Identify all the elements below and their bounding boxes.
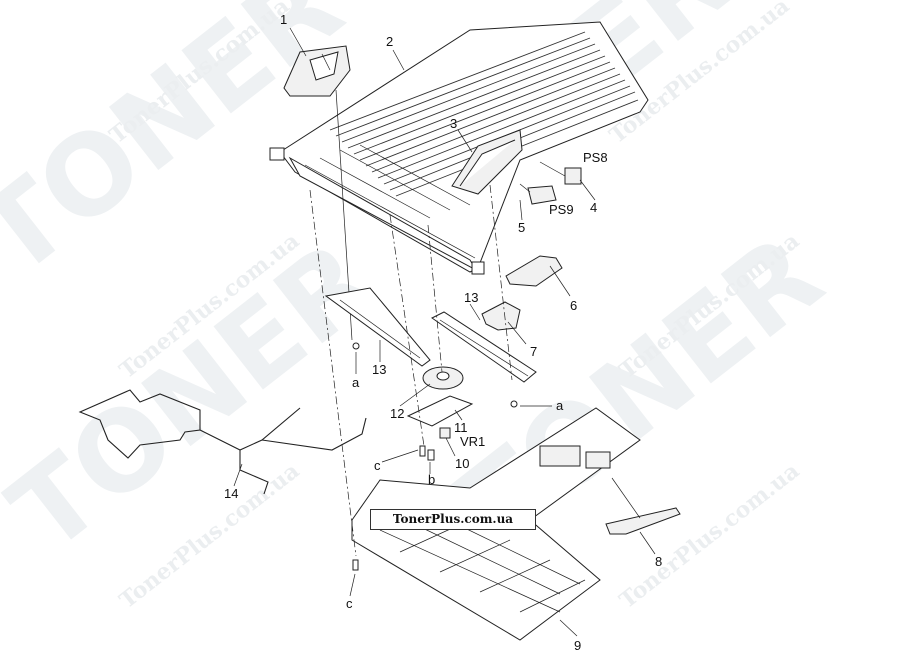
- callout-5: 5: [518, 220, 525, 235]
- callout-2: 2: [386, 34, 393, 49]
- callout-9: 9: [574, 638, 581, 653]
- part-1-paper-guide: [283, 45, 353, 341]
- part-7-link: [481, 301, 521, 331]
- part-11-plate: [406, 395, 474, 427]
- callout-11: 11: [454, 420, 468, 435]
- callout-8: 8: [655, 554, 662, 569]
- watermark-banner: TonerPlus.com.ua: [370, 509, 536, 530]
- label-b: b: [428, 472, 435, 487]
- screw-a-right: [510, 400, 518, 408]
- part-14-wire-harness: [78, 389, 367, 495]
- callout-10: 10: [455, 456, 469, 471]
- screw-b: [427, 449, 435, 461]
- screw-a-left: [352, 342, 360, 350]
- callout-12: 12: [390, 406, 404, 421]
- assembly-lines: [309, 184, 513, 557]
- label-ps9: PS9: [549, 202, 574, 217]
- label-a-right: a: [556, 398, 564, 413]
- label-a-left: a: [352, 375, 360, 390]
- label-ps8: PS8: [583, 150, 608, 165]
- part-12-gear: [422, 366, 464, 390]
- callout-4: 4: [590, 200, 597, 215]
- part-10-potentiometer-vr1: [439, 427, 451, 439]
- callout-13-left: 13: [372, 362, 386, 377]
- callout-14: 14: [224, 486, 238, 501]
- part-8-lever: [605, 477, 681, 535]
- label-c-upper: c: [374, 458, 381, 473]
- callout-leaders: [233, 27, 656, 637]
- callout-13-right: 13: [464, 290, 478, 305]
- callout-labels: 1 2 3 4 5 6 7 8 9 10 11 12 13 13 14 PS8 …: [224, 12, 662, 653]
- callout-3: 3: [450, 116, 457, 131]
- label-vr1: VR1: [460, 434, 485, 449]
- callout-1: 1: [280, 12, 287, 27]
- callout-7: 7: [530, 344, 537, 359]
- part-3-side-guide: [451, 129, 523, 195]
- screw-c-upper: [419, 445, 426, 457]
- label-c-lower: c: [346, 596, 353, 611]
- part-4-sensor-ps8: [539, 161, 582, 185]
- part-13-rack-left: [324, 287, 431, 367]
- screw-c-lower: [352, 559, 359, 571]
- part-5-sensor-ps9: [519, 183, 557, 205]
- part-6-bracket: [505, 255, 563, 287]
- callout-6: 6: [570, 298, 577, 313]
